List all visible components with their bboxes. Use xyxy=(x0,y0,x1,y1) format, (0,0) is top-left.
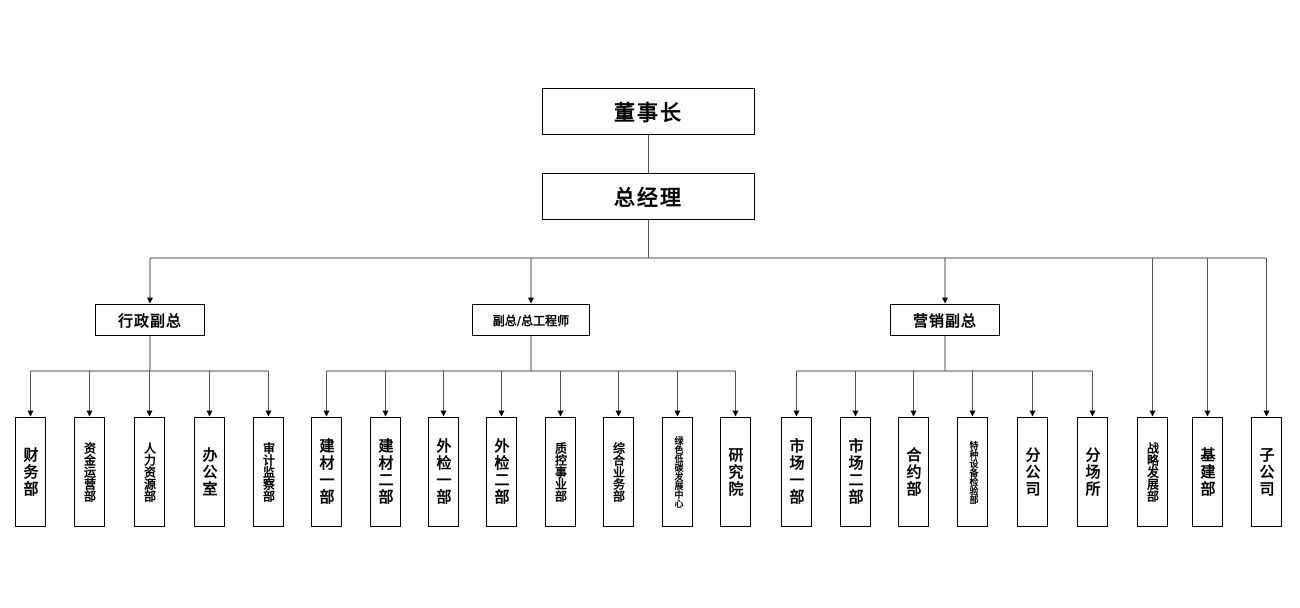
admin-vp-box: 行政副总 xyxy=(95,304,205,336)
dept-building-materials-2: 建材二部 xyxy=(370,417,401,527)
dept-special-equipment-inspection: 特种设备检验部 xyxy=(957,417,988,527)
dept-human-resources: 人力资源部 xyxy=(134,417,165,527)
admin-vp-label: 行政副总 xyxy=(117,311,182,330)
dept-building-materials-1: 建材一部 xyxy=(311,417,342,527)
dept-infrastructure: 基建部 xyxy=(1192,417,1223,527)
chairman-box: 董事长 xyxy=(542,88,755,135)
dept-subsidiary: 子公司 xyxy=(1251,417,1282,527)
dept-branch-company: 分公司 xyxy=(1017,417,1048,527)
dept-capital-operations: 资金运营部 xyxy=(74,417,105,527)
dept-strategy-development: 战略发展部 xyxy=(1137,417,1168,527)
chairman-label: 董事长 xyxy=(614,100,683,125)
dept-finance: 财务部 xyxy=(15,417,46,527)
dept-general-business: 综合业务部 xyxy=(603,417,634,527)
dept-office: 办公室 xyxy=(194,417,225,527)
chief-engineer-box: 副总/总工程师 xyxy=(472,304,590,336)
dept-green-low-carbon-center: 绿色低碳发展中心 xyxy=(662,417,693,527)
general-manager-box: 总经理 xyxy=(542,173,755,220)
chief-engineer-label: 副总/总工程师 xyxy=(492,313,570,328)
dept-market-1: 市场一部 xyxy=(781,417,812,527)
general-manager-label: 总经理 xyxy=(614,185,683,210)
dept-branch-site: 分场所 xyxy=(1077,417,1108,527)
dept-contracts: 合约部 xyxy=(898,417,929,527)
dept-market-2: 市场二部 xyxy=(840,417,871,527)
marketing-vp-label: 营销副总 xyxy=(912,311,977,330)
dept-audit-supervision: 审计监察部 xyxy=(253,417,284,527)
dept-external-inspection-1: 外检一部 xyxy=(428,417,459,527)
dept-research-institute: 研究院 xyxy=(720,417,751,527)
dept-external-inspection-2: 外检二部 xyxy=(486,417,517,527)
marketing-vp-box: 营销副总 xyxy=(890,304,1000,336)
dept-quality-control: 质控事业部 xyxy=(545,417,576,527)
